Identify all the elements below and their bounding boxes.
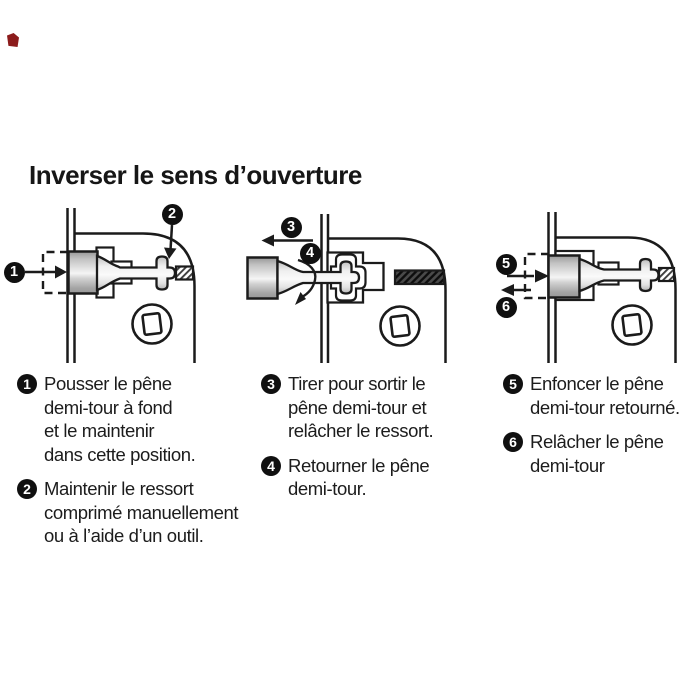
lock-case xyxy=(328,237,447,363)
step-text-line: et le maintenir xyxy=(44,420,155,441)
figure-badge-5: 5 xyxy=(495,253,517,275)
step-text-line: dans cette position. xyxy=(44,443,196,465)
push-in-arrow-head xyxy=(535,269,549,283)
step-text-line: comprimé manuellement xyxy=(44,501,239,523)
figure-badge-2: 2 xyxy=(161,203,183,225)
latch-bolt xyxy=(95,254,177,292)
step-number-badge: 1 xyxy=(17,374,37,394)
spindle-square xyxy=(141,311,163,337)
step-text-line: demi-tour xyxy=(530,454,605,476)
latch-spring xyxy=(657,266,676,283)
step-text-line: Retourner le pêne xyxy=(288,454,430,476)
figure-reinsert-latch xyxy=(501,212,677,363)
pull-arrow-head xyxy=(261,234,274,247)
step-item-4: 4 Retourner le pêne demi-tour. xyxy=(261,454,481,501)
rotate-arrow xyxy=(297,258,317,299)
release-arrow-head xyxy=(501,284,514,296)
step-item-1: 1 Pousser le pêne demi-tour à fond et le… xyxy=(17,372,262,466)
spindle-hole xyxy=(131,303,173,345)
step-number-badge: 2 xyxy=(17,479,37,499)
figure-badge-1: 1 xyxy=(3,261,25,283)
spindle-square xyxy=(389,313,411,339)
spring-pointer-arrow-head xyxy=(164,247,177,259)
figure-badge-6: 6 xyxy=(495,296,517,318)
figure-badge-3: 3 xyxy=(280,216,302,238)
spring-pointer-arrow xyxy=(169,224,174,251)
lock-case xyxy=(75,232,196,363)
step-text: Tirer pour sortir le pêne demi-tour et r… xyxy=(288,372,434,443)
step-number-badge: 4 xyxy=(261,455,281,476)
spindle-hole xyxy=(379,305,421,347)
figure-push-latch xyxy=(25,208,196,363)
page-title: Inverser le sens d’ouverture xyxy=(29,160,362,190)
step-text-line: relâcher le ressort. xyxy=(288,420,434,441)
step-text-line: demi-tour. xyxy=(288,478,367,499)
steps-column-1: 1 Pousser le pêne demi-tour à fond et le… xyxy=(17,372,262,559)
step-item-3: 3 Tirer pour sortir le pêne demi-tour et… xyxy=(261,372,481,443)
lock-case xyxy=(556,236,677,363)
figure-badge-4: 4 xyxy=(299,242,321,264)
rotate-arrow-head xyxy=(295,292,306,305)
step-text: Relâcher le pêne demi-tour xyxy=(530,430,664,477)
latch-bolt xyxy=(578,257,660,293)
spindle-hole xyxy=(611,304,653,346)
latch-bolt-head xyxy=(246,256,279,300)
red-mark xyxy=(7,33,19,47)
step-item-6: 6 Relâcher le pêne demi-tour xyxy=(503,430,700,477)
step-text-line: Pousser le pêne xyxy=(44,373,172,394)
steps-column-3: 5 Enfoncer le pêne demi-tour retourné. 6… xyxy=(503,372,700,488)
step-text: Maintenir le ressort comprimé manuelleme… xyxy=(44,477,239,548)
latch-spring xyxy=(393,269,446,286)
step-text-line: Relâcher le pêne xyxy=(530,431,664,452)
step-text: Pousser le pêne demi-tour à fond et le m… xyxy=(44,372,196,466)
latch-spring xyxy=(174,265,195,281)
latch-bolt-head xyxy=(67,250,99,295)
step-number-badge: 3 xyxy=(261,374,281,394)
push-arrow-head xyxy=(55,265,67,279)
step-text: Retourner le pêne demi-tour. xyxy=(288,454,430,501)
step-text-line: Enfoncer le pêne xyxy=(530,373,664,394)
step-text-line: Tirer pour sortir le xyxy=(288,373,426,394)
step-text-line: Maintenir le ressort xyxy=(44,478,194,499)
latch-bolt-head xyxy=(547,254,581,299)
step-text-line: ou à l’aide d’un outil. xyxy=(44,525,204,546)
step-text-line: demi-tour retourné. xyxy=(530,396,680,418)
spindle-square xyxy=(621,312,643,338)
step-number-badge: 5 xyxy=(503,374,523,394)
figure-rotate-latch xyxy=(246,214,447,363)
steps-column-2: 3 Tirer pour sortir le pêne demi-tour et… xyxy=(261,372,481,512)
step-item-5: 5 Enfoncer le pêne demi-tour retourné. xyxy=(503,372,700,419)
step-text-line: demi-tour à fond xyxy=(44,396,173,418)
step-number-badge: 6 xyxy=(503,432,523,452)
step-text-line: pêne demi-tour et xyxy=(288,396,427,418)
step-item-2: 2 Maintenir le ressort comprimé manuelle… xyxy=(17,477,262,548)
step-text: Enfoncer le pêne demi-tour retourné. xyxy=(530,372,680,419)
latch-bolt xyxy=(276,259,361,296)
